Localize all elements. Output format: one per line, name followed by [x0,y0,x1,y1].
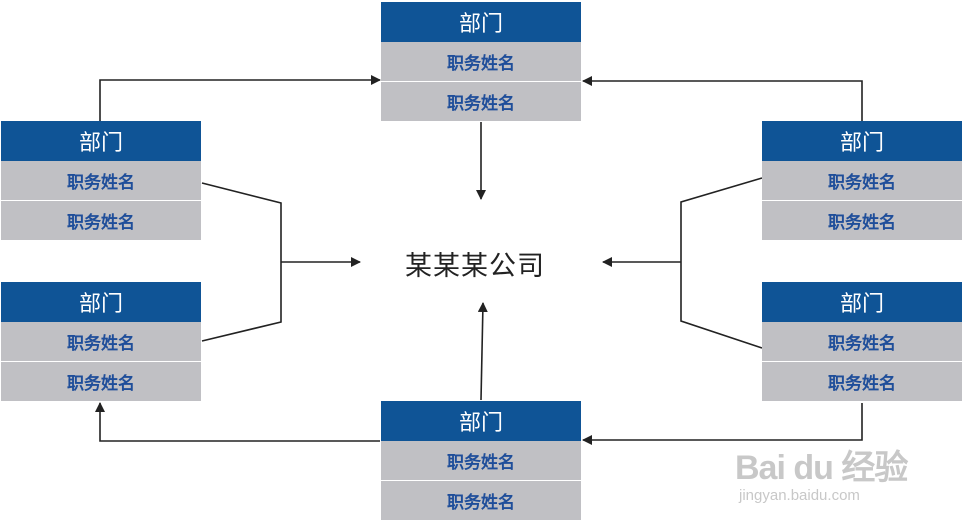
arrow-left-upper-to-top [99,75,381,121]
right-bracket [680,177,763,349]
position-name: 职务姓名 [762,361,962,401]
dept-header: 部门 [381,2,581,42]
dept-header: 部门 [1,121,201,161]
dept-header: 部门 [762,282,962,322]
dept-box-left-lower: 部门 职务姓名 职务姓名 [1,282,201,401]
position-name: 职务姓名 [1,361,201,401]
dept-header: 部门 [762,121,962,161]
dept-header: 部门 [1,282,201,322]
position-name: 职务姓名 [381,42,581,81]
dept-box-left-upper: 部门 职务姓名 职务姓名 [1,121,201,240]
position-name: 职务姓名 [381,441,581,480]
arrow-bottom-to-left-lower [95,402,380,442]
dept-header: 部门 [381,401,581,441]
position-name: 职务姓名 [762,322,962,361]
dept-box-right-lower: 部门 职务姓名 职务姓名 [762,282,962,401]
left-bracket [201,182,282,342]
watermark-logo: Bai du 经验 [735,449,908,487]
arrow-bottom-to-center [477,302,488,401]
position-name: 职务姓名 [762,200,962,240]
arrow-right-lower-to-bottom [582,403,863,445]
position-name: 职务姓名 [1,161,201,200]
dept-box-right-upper: 部门 职务姓名 职务姓名 [762,121,962,240]
watermark-url: jingyan.baidu.com [739,487,860,504]
position-name: 职务姓名 [1,322,201,361]
position-name: 职务姓名 [1,200,201,240]
company-name: 某某某公司 [405,251,545,282]
position-name: 职务姓名 [381,81,581,121]
baidu-watermark: Bai du 经验 jingyan.baidu.com [735,440,915,504]
position-name: 职务姓名 [381,480,581,520]
dept-box-top: 部门 职务姓名 职务姓名 [381,2,581,121]
arrow-right-upper-to-top [582,76,863,121]
position-name: 职务姓名 [762,161,962,200]
dept-box-bottom: 部门 职务姓名 职务姓名 [381,401,581,520]
